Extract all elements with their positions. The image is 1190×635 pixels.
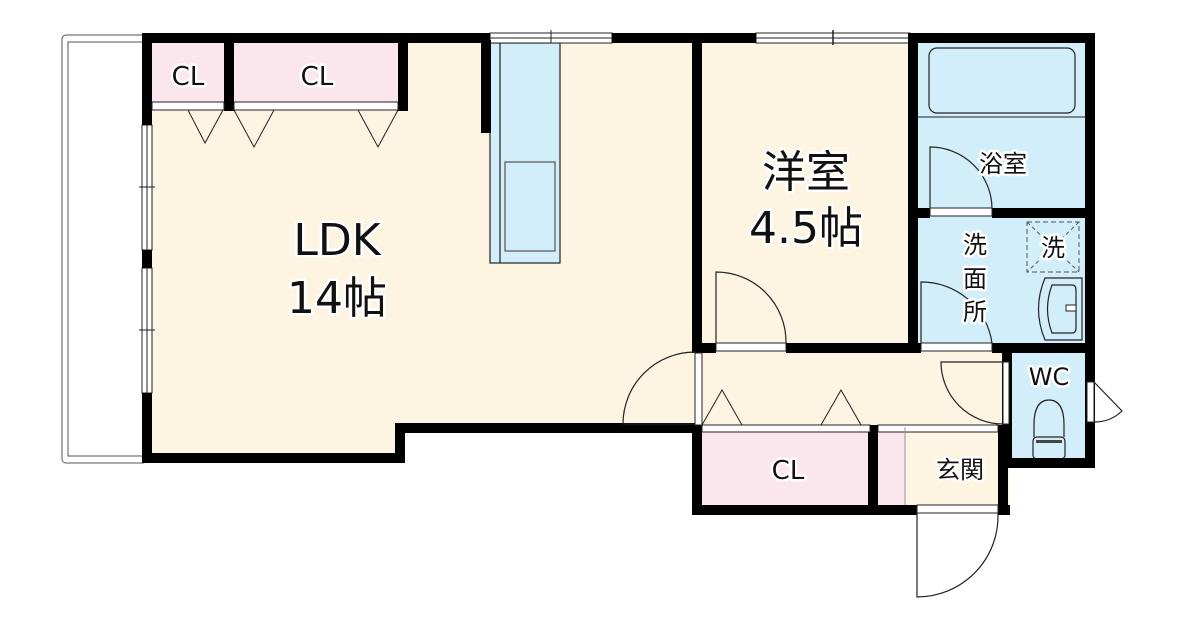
washroom-floor [918,215,1090,345]
western-room-floor [697,40,912,348]
washroom-label-char-3: 所 [963,298,987,326]
room-labels: CL CL LDK 14帖 洋室 4.5帖 浴室 洗 面 所 洗 WC CL 玄… [169,60,1072,489]
closet-small-label: CL [172,62,205,92]
washer-label: 洗 [1041,234,1065,262]
hall-closet-label: CL [772,456,805,486]
closet-large-label: CL [301,62,334,92]
washroom-label-char-1: 洗 [963,231,987,259]
shoe-closet-floor [878,432,905,507]
bathtub-icon [928,47,1076,114]
closet-hall-floor [700,432,872,507]
ldk-size-label: 14帖 [287,273,387,324]
wc-floor [1012,348,1090,463]
balcony [61,34,148,464]
western-room-name-label: 洋室 [762,147,850,198]
entrance-floor [905,430,1010,510]
closet-small-floor [147,40,227,102]
bath-floor [918,40,1090,212]
hallway-floor [697,348,1012,430]
ldk-name-label: LDK [293,215,381,266]
western-room-size-label: 4.5帖 [749,203,863,254]
washing-machine-space-icon [1026,221,1080,273]
kitchen-counter [489,42,561,264]
closet-door-marks [187,109,862,426]
walls [142,33,1095,515]
washroom-label-char-2: 面 [963,265,987,293]
closet-large-floor [233,40,403,102]
wc-label: WC [1029,363,1070,391]
door-sills [694,207,1095,514]
bath-label: 浴室 [979,150,1027,178]
wash-basin-icon [1037,277,1083,341]
entrance-label: 玄関 [936,456,984,484]
door-swings [622,146,1123,598]
